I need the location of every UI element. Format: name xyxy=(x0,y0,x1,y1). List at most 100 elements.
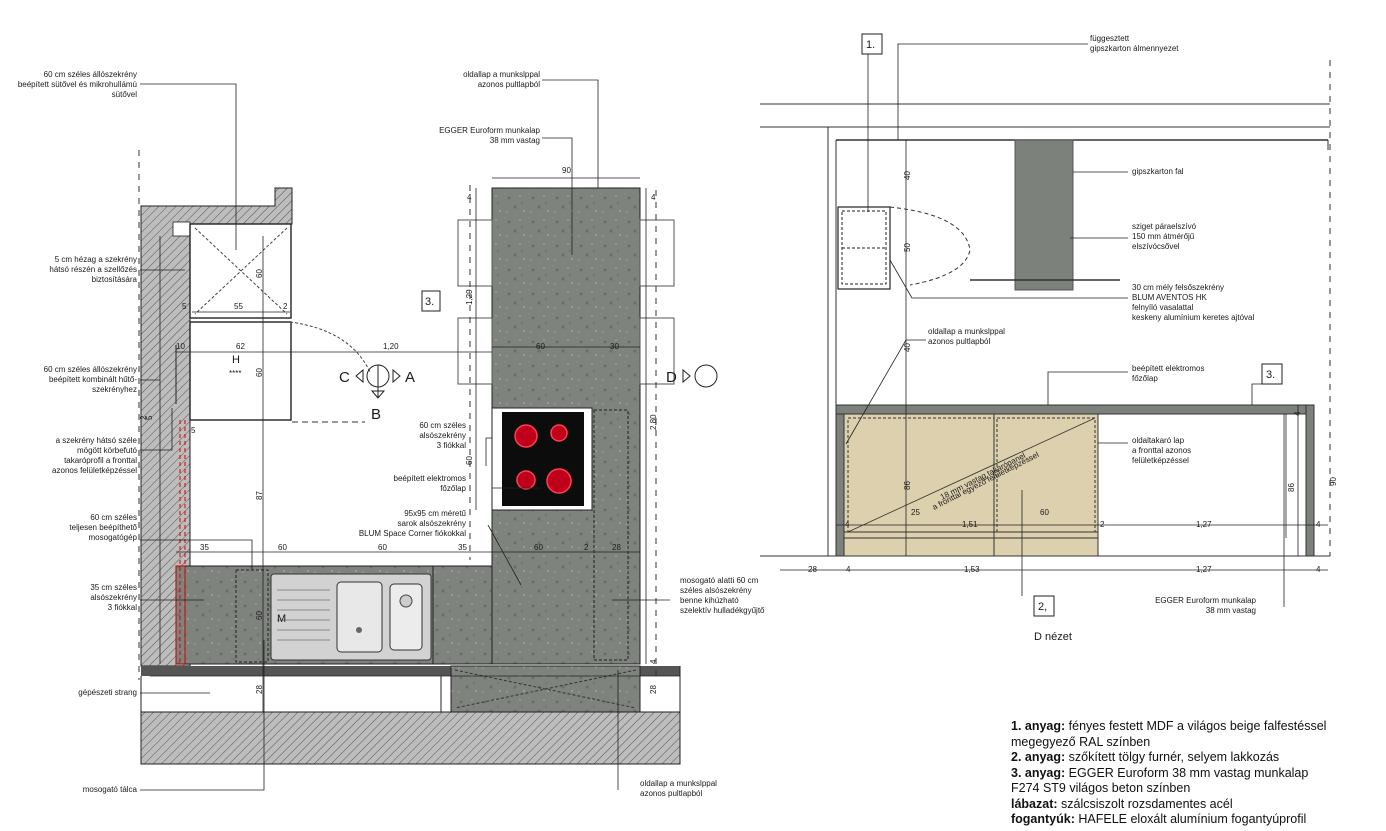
elev-dim-4c: 4 xyxy=(1293,411,1302,416)
legend-line: 1. anyag: fényes festett MDF a világos b… xyxy=(1011,719,1327,733)
legend-line: megegyező RAL színben xyxy=(1011,734,1151,749)
elev-ann-hood-3: elszívócsővel xyxy=(1132,242,1180,251)
dim-60f: 60 xyxy=(378,543,387,552)
elevation-d: függesztett gipszkarton álmennyezet gips… xyxy=(760,33,1338,643)
dim-87: 87 xyxy=(255,491,264,500)
ann-side-bottom-1: oldallap a munkslppal xyxy=(640,779,717,788)
ann-dw-1: 60 cm széles xyxy=(90,513,137,522)
plan-dim-lines xyxy=(150,177,680,712)
ann-hob-2: főzőlap xyxy=(440,484,466,493)
elev-dim-90: 90 xyxy=(1329,477,1338,486)
elev-marker-3 xyxy=(1261,363,1283,385)
elev-dim-153: 1,53 xyxy=(964,565,980,574)
ann-fridge-2: beépített kombinált hűtő- xyxy=(49,375,137,384)
dim-120: 1,20 xyxy=(383,342,399,351)
elev-ann-cover-3: felületképzéssel xyxy=(1132,456,1189,465)
ann-undersink-3: benne kihúzható xyxy=(680,596,739,605)
ann-strang: gépészeti strang xyxy=(78,688,137,697)
elev-dim-2: 2 xyxy=(1100,520,1105,529)
elev-dim-25: 25 xyxy=(911,508,920,517)
dim-55: 55 xyxy=(234,302,243,311)
ann-dw-3: mosogatógép xyxy=(89,533,138,542)
plan-marker-3 xyxy=(421,290,441,312)
ann-dr35-1: 35 cm széles xyxy=(90,583,137,592)
elev-worktop xyxy=(835,404,1315,415)
dim-60b: 60 xyxy=(465,456,474,465)
ann-dr60-2: alsószekrény xyxy=(419,431,466,440)
dim-5b: 5 xyxy=(145,415,154,420)
dim-30: 30 xyxy=(610,342,619,351)
elev-dim-60: 60 xyxy=(1040,508,1049,517)
materials-legend: 1. anyag: fényes festett MDF a világos b… xyxy=(1011,719,1381,828)
plan-section-markers xyxy=(355,364,718,399)
elev-ann-hob-2: főzőlap xyxy=(1132,374,1158,383)
elev-dim-86a: 86 xyxy=(903,481,912,490)
ann-gap-1: 5 cm hézag a szekrény xyxy=(55,255,137,264)
plan-marker-3-label: 3. xyxy=(425,296,434,308)
dim-60c: 60 xyxy=(255,269,264,278)
plan-sink-bowl xyxy=(336,581,383,653)
elev-ann-egger-1: EGGER Euroform munkalap xyxy=(1155,596,1256,605)
dim-60d: 60 xyxy=(255,368,264,377)
ann-sink-tray: mosogató tálca xyxy=(83,785,138,794)
elev-dim-127b: 1,27 xyxy=(1196,565,1212,574)
dim-60a: 60 xyxy=(536,342,545,351)
ann-back-2: mögött körbefutó xyxy=(77,446,138,455)
plan-wall-niche xyxy=(172,221,191,237)
ann-dw-2: teljesen beépíthető xyxy=(69,523,137,532)
dim-4b: 4 xyxy=(651,193,656,202)
elev-dim-50: 50 xyxy=(903,243,912,252)
elev-marker-3-label: 3. xyxy=(1266,369,1275,381)
ann-fridge-1: 60 cm széles állószekrény xyxy=(44,365,137,374)
elev-ann-hood-1: sziget páraelszívó xyxy=(1132,222,1197,231)
elev-marker-2 xyxy=(1033,595,1055,617)
ann-undersink-4: szelektív hulladékgyűjtő xyxy=(680,606,765,615)
elev-dim-4b: 4 xyxy=(1316,520,1321,529)
elev-dim-lines xyxy=(780,140,1328,571)
plan-label-a: A xyxy=(405,369,415,386)
elev-ann-cover-1: oldaltakaró lap xyxy=(1132,436,1185,445)
ann-dr60-3: 3 fiókkal xyxy=(437,441,467,450)
elev-dim-40a: 40 xyxy=(903,171,912,180)
ann-corner-3: BLUM Space Corner fiókokkal xyxy=(359,529,466,538)
ann-dr35-3: 3 fiókkal xyxy=(108,603,138,612)
plan-stools xyxy=(457,219,675,385)
ann-back-1: a szekrény hátsó széle xyxy=(56,436,138,445)
plan-label-m: M xyxy=(277,613,286,625)
plan-label-h: H xyxy=(232,354,240,366)
elev-marker-1 xyxy=(861,33,883,55)
ann-undersink-2: széles alsószekrény xyxy=(680,586,752,595)
dim-5c: 5 xyxy=(191,426,196,435)
plan-wall-base xyxy=(140,711,681,765)
dim-60g: 60 xyxy=(534,543,543,552)
ann-side-top-2: azonos pultlapból xyxy=(478,80,540,89)
elev-hood xyxy=(1014,139,1074,291)
legend-line: fogantyúk: HAFELE eloxált alumínium foga… xyxy=(1011,812,1307,826)
ann-side-bottom-2: azonos pultlapból xyxy=(640,789,702,798)
ann-gap-2: hátsó részén a szellőzés xyxy=(49,265,137,274)
legend-line: 3. anyag: EGGER Euroform 38 mm vastag mu… xyxy=(1011,765,1309,780)
elev-ann-hob-1: beépített elektromos xyxy=(1132,364,1204,373)
elev-dim-4d: 4 xyxy=(846,565,851,574)
elev-ann-upper-4: keskeny alumínium keretes ajtóval xyxy=(1132,313,1255,322)
plan-wall-bottom xyxy=(141,666,680,676)
plan-label-c: C xyxy=(339,369,350,386)
elev-ann-upper-2: BLUM AVENTOS HK xyxy=(1132,293,1208,302)
legend-line: F274 ST9 világos beton színben xyxy=(1011,781,1191,795)
dim-28b: 28 xyxy=(255,685,264,694)
elev-ann-cover-2: a fronttal azonos xyxy=(1132,446,1191,455)
ann-fridge-3: szekrényhez xyxy=(92,385,137,394)
ann-side-top-1: oldallap a munkslppal xyxy=(463,70,540,79)
dim-10: 10 xyxy=(176,342,185,351)
dim-2b: 2 xyxy=(139,415,148,420)
elev-dim-28: 28 xyxy=(808,565,817,574)
elev-dim-40b: 40 xyxy=(903,343,912,352)
elev-dim-127a: 1,27 xyxy=(1196,520,1212,529)
ann-hob-1: beépített elektromos xyxy=(394,474,466,483)
elev-dim-4e: 4 xyxy=(1316,565,1321,574)
plan-fridge-cabinet xyxy=(189,321,292,421)
ann-oven-2: beépített sütővel és mikrohullámú xyxy=(18,80,137,89)
dim-60h: 60 xyxy=(255,611,264,620)
dim-60e: 60 xyxy=(278,543,287,552)
